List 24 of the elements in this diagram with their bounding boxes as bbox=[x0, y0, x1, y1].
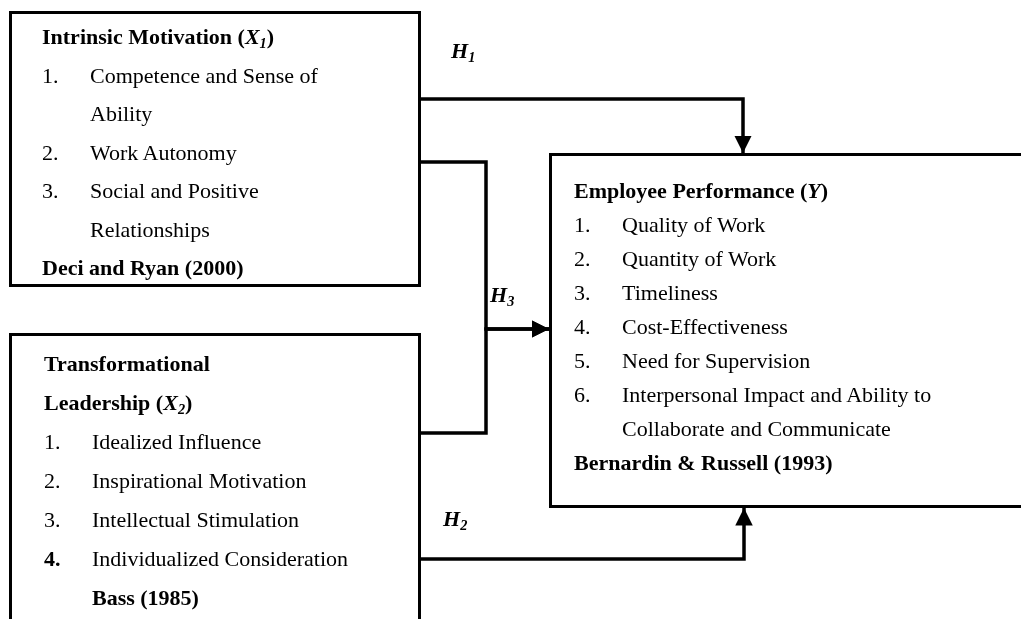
box-heading: Transformational Leadership (X$_{2}$) bbox=[44, 350, 211, 419]
box-heading: Intrinsic Motivation (X$_{1}$) bbox=[42, 23, 276, 53]
list-item: 5. Need for Supervision bbox=[574, 347, 812, 375]
concept-box bbox=[9, 333, 421, 619]
list-item: 2. Quantity of Work bbox=[574, 245, 778, 273]
list-item: 3. Intellectual Stimulation bbox=[44, 506, 301, 534]
list-item: 1. Competence and Sense of Ability bbox=[42, 61, 319, 128]
list-item: 4. Cost-Effectiveness bbox=[574, 313, 789, 341]
arrow bbox=[421, 97, 752, 153]
list-item: 1. Idealized Influence bbox=[44, 428, 263, 456]
box-heading: Employee Performance (Y) bbox=[574, 177, 830, 205]
arrow bbox=[421, 508, 753, 561]
list-item: 6. Interpersonal Impact and Ability to Collaborate and Communicate bbox=[574, 381, 933, 443]
reference-text: Bernardin & Russell (1993) bbox=[574, 449, 834, 477]
reference-text: Deci and Ryan (2000) bbox=[42, 254, 245, 282]
list-item: 2. Inspirational Motivation bbox=[44, 467, 308, 495]
list-item: 3. Social and Positive Relationships bbox=[42, 177, 260, 244]
list-item: 4. Individualized Consideration Bass (1985) bbox=[44, 545, 349, 612]
list-item: 1. Quality of Work bbox=[574, 211, 767, 239]
concept-box bbox=[549, 153, 1021, 508]
arrow bbox=[421, 320, 549, 435]
list-item: 3. Timeliness bbox=[574, 279, 719, 307]
concept-box bbox=[9, 11, 421, 287]
list-item: 2. Work Autonomy bbox=[42, 138, 238, 167]
